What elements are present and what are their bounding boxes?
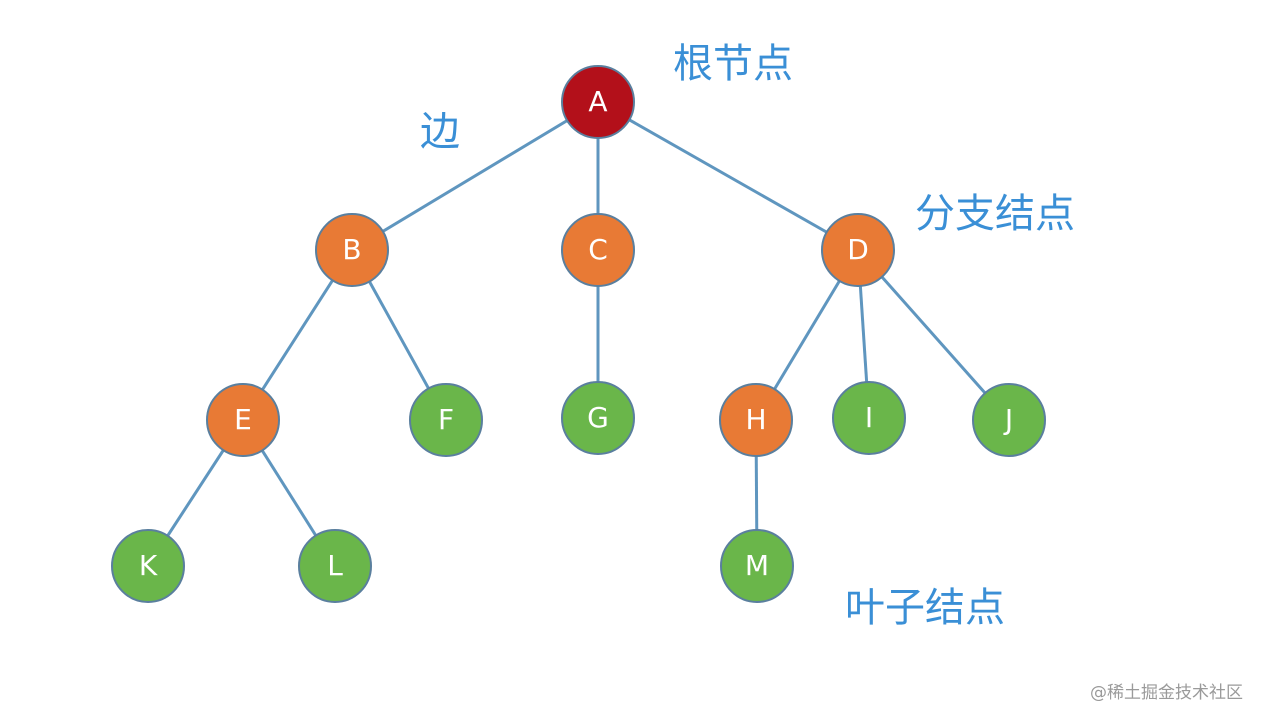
node-circle-b (315, 213, 389, 287)
node-label-h: H (745, 403, 766, 436)
node-b: B (315, 213, 389, 287)
edge-d-j (856, 249, 1011, 421)
edge-a-b (351, 100, 599, 252)
node-circle-m (720, 529, 794, 603)
node-d: D (821, 213, 895, 287)
node-circle-g (561, 381, 635, 455)
node-label-e: E (234, 403, 252, 436)
node-label-c: C (588, 233, 608, 266)
node-label-a: A (588, 85, 607, 118)
edge-a-d (597, 100, 859, 252)
node-circle-d (821, 213, 895, 287)
node-circle-h (719, 383, 793, 457)
node-circle-l (298, 529, 372, 603)
node-label-d: D (847, 233, 869, 266)
node-circle-i (832, 381, 906, 455)
watermark: @稀土掘金技术社区 (1090, 683, 1243, 703)
root-node-annotation: 根节点 (673, 41, 793, 87)
node-c: C (561, 213, 635, 287)
node-circle-e (206, 383, 280, 457)
node-circle-a (561, 65, 635, 139)
node-circle-k (111, 529, 185, 603)
node-f: F (409, 383, 483, 457)
node-label-g: G (587, 401, 609, 434)
node-j: J (972, 383, 1046, 457)
node-l: L (298, 529, 372, 603)
node-i: I (832, 381, 906, 455)
node-h: H (719, 383, 793, 457)
nodes-layer: A B C D E F G H I J K L M (111, 65, 1046, 603)
edges-layer (146, 100, 1011, 567)
node-label-l: L (327, 549, 343, 582)
node-label-m: M (745, 549, 769, 582)
node-m: M (720, 529, 794, 603)
node-a: A (561, 65, 635, 139)
node-circle-c (561, 213, 635, 287)
node-label-f: F (438, 403, 454, 436)
edge-annotation: 边 (420, 109, 460, 155)
leaf-node-annotation: 叶子结点 (845, 585, 1005, 631)
node-e: E (206, 383, 280, 457)
node-label-j: J (1003, 403, 1013, 436)
node-label-k: K (139, 549, 158, 582)
node-g: G (561, 381, 635, 455)
node-k: K (111, 529, 185, 603)
node-circle-j (972, 383, 1046, 457)
node-circle-f (409, 383, 483, 457)
node-label-i: I (865, 401, 873, 434)
node-label-b: B (342, 233, 361, 266)
branch-node-annotation: 分支结点 (915, 191, 1075, 237)
